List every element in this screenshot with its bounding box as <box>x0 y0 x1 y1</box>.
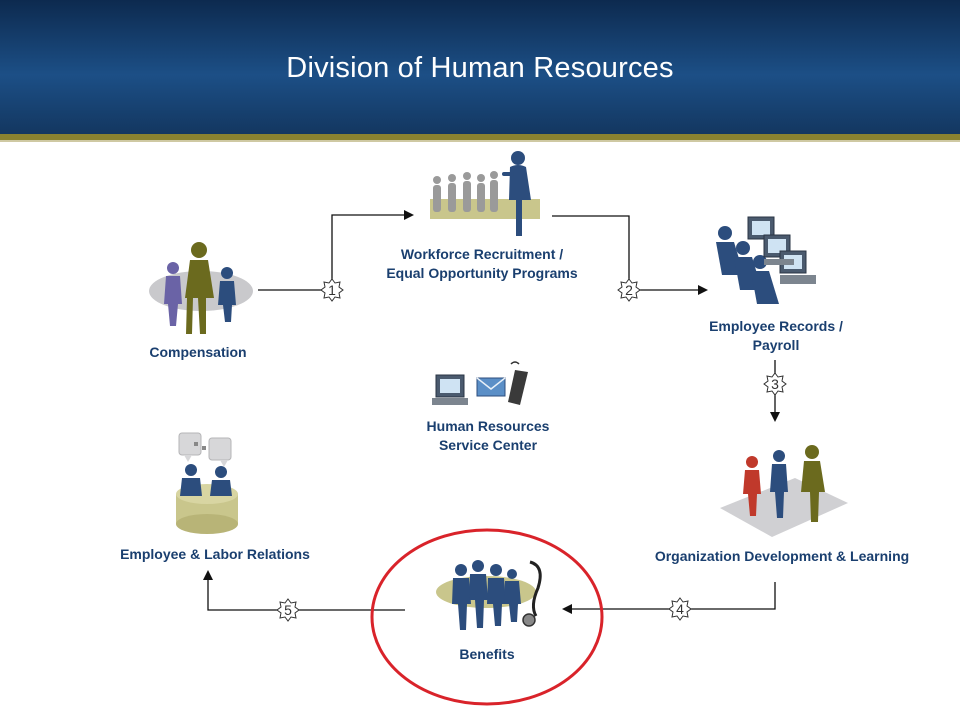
records-label-line1: Employee Records / <box>709 318 843 334</box>
service-center-label-line1: Human Resources <box>426 418 550 434</box>
connector-workforce-to-records <box>552 215 708 295</box>
step-badge-3: 3 <box>763 372 787 396</box>
people-conversation-icon <box>176 432 238 534</box>
labor-relations-label-line1: Employee & Labor Relations <box>120 546 310 562</box>
compensation-label-line1: Compensation <box>149 344 247 360</box>
step-badge-1: 1 <box>320 278 344 302</box>
page-title: Division of Human Resources <box>286 52 674 84</box>
header-accent-band <box>0 134 960 140</box>
people-standing-icon <box>720 445 848 537</box>
org-development-label-line1: Organization Development & Learning <box>654 548 910 564</box>
benefits-highlight-circle <box>370 528 604 706</box>
computer-mail-phone-icon <box>432 361 528 405</box>
records-label: Employee Records / Payroll <box>670 317 882 355</box>
connector-compensation-to-workforce <box>258 210 414 291</box>
labor-relations-label: Employee & Labor Relations <box>88 545 342 564</box>
service-center-label: Human Resources Service Center <box>388 417 588 455</box>
step-label-2: 2 <box>625 282 633 298</box>
step-badge-5: 5 <box>276 598 300 622</box>
workforce-label-line2: Equal Opportunity Programs <box>386 265 578 281</box>
step-label-4: 4 <box>676 601 684 617</box>
benefits-label-line1: Benefits <box>459 646 515 662</box>
compensation-label: Compensation <box>118 343 278 362</box>
step-label-1: 1 <box>328 282 336 298</box>
header-banner: Division of Human Resources <box>0 0 960 142</box>
workforce-label-line1: Workforce Recruitment / <box>400 246 564 262</box>
step-badges: 1 2 3 4 5 <box>276 278 787 622</box>
step-label-3: 3 <box>771 376 779 392</box>
org-development-label: Organization Development & Learning <box>628 547 936 566</box>
records-label-line2: Payroll <box>752 337 800 353</box>
step-label-5: 5 <box>284 602 292 618</box>
connector-orgdev-to-benefits <box>562 582 776 614</box>
step-badge-4: 4 <box>668 597 692 621</box>
people-stethoscope-icon <box>436 560 542 630</box>
service-center-label-line2: Service Center <box>438 437 538 453</box>
step-badge-2: 2 <box>617 278 641 302</box>
connectors <box>203 210 780 614</box>
workforce-label: Workforce Recruitment / Equal Opportunit… <box>362 245 602 283</box>
benefits-label: Benefits <box>437 645 537 664</box>
connector-benefits-to-labor <box>203 570 405 611</box>
computer-workstations-icon <box>716 216 816 304</box>
people-group-icon <box>149 242 253 334</box>
header-accent-line <box>0 140 960 142</box>
people-presentation-icon <box>430 151 540 236</box>
